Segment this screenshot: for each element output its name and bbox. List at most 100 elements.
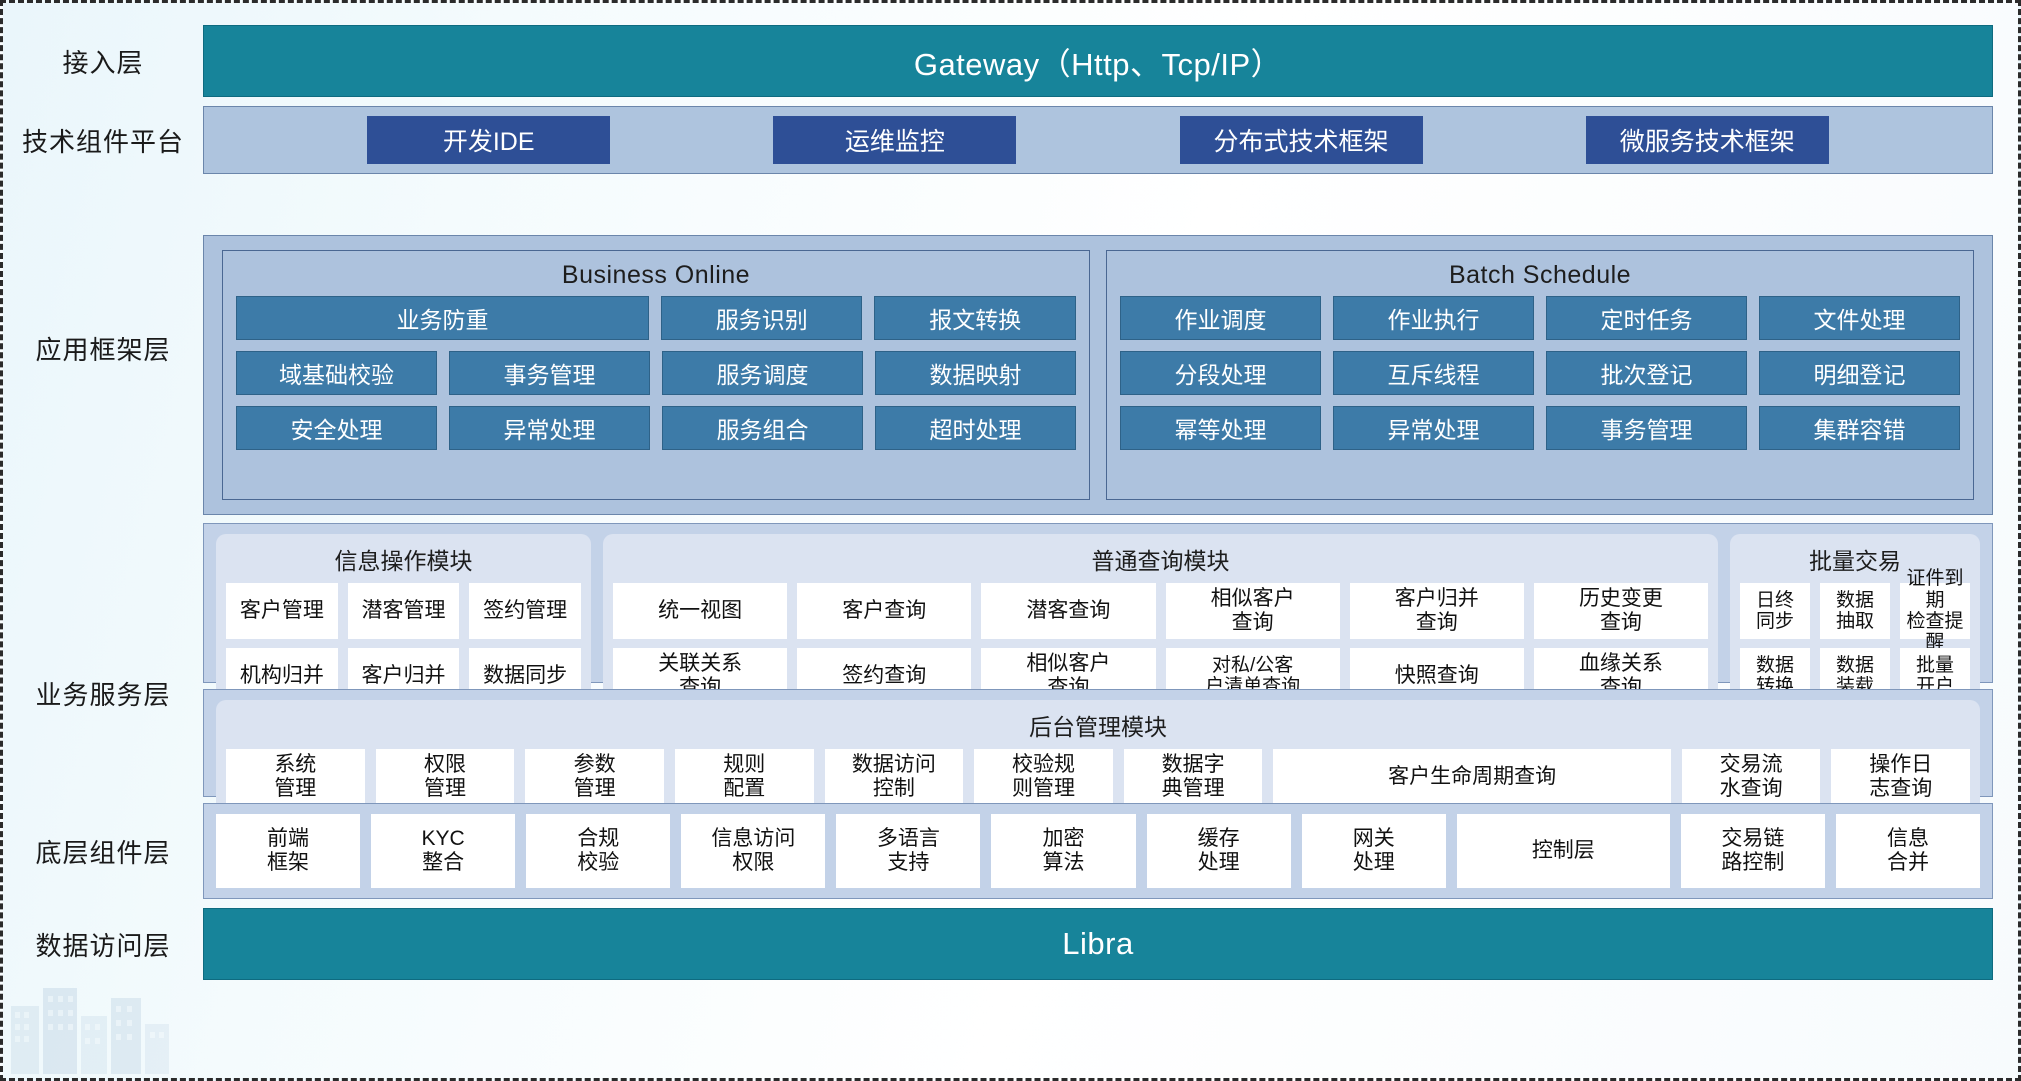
biz-module-row: 机构归并 客户归并 数据同步 bbox=[226, 648, 582, 704]
component-cell[interactable]: 多语言支持 bbox=[836, 814, 981, 888]
app-cell[interactable]: 定时任务 bbox=[1546, 296, 1747, 340]
component-cell[interactable]: 加密算法 bbox=[991, 814, 1136, 888]
business-service-band: 信息操作模块 客户管理 潜客管理 签约管理 机构归并 客户归并 数据同步 普通查… bbox=[203, 523, 1993, 714]
app-group-title: Batch Schedule bbox=[1448, 261, 1632, 289]
app-cell[interactable]: 服务组合 bbox=[662, 406, 863, 450]
app-group-business-online: Business Online 业务防重 服务识别 报文转换 域基础校验 事务管… bbox=[222, 250, 1090, 500]
layer-label-business-service: 业务服务层 bbox=[3, 523, 203, 863]
biz-cell[interactable]: 签约管理 bbox=[469, 583, 582, 639]
app-group-batch-schedule: Batch Schedule 作业调度 作业执行 定时任务 文件处理 分段处理 … bbox=[1106, 250, 1974, 500]
gateway-bar: Gateway（Http、Tcp/IP） bbox=[203, 25, 1993, 97]
component-cell[interactable]: 合规校验 bbox=[526, 814, 671, 888]
app-cell[interactable]: 作业执行 bbox=[1333, 296, 1534, 340]
layer-label-access: 接入层 bbox=[3, 25, 203, 97]
biz-cell[interactable]: 客户归并查询 bbox=[1349, 583, 1524, 639]
app-cell[interactable]: 服务识别 bbox=[660, 296, 863, 340]
tech-item-ops-monitor[interactable]: 运维监控 bbox=[773, 116, 1017, 164]
app-group-row: 域基础校验 事务管理 服务调度 数据映射 bbox=[236, 351, 1076, 395]
admin-module-band: 后台管理模块 系统管理 权限管理 参数管理 规则配置 数据访问控制 校验规则管理… bbox=[203, 689, 1993, 815]
layer-label-component-text: 底层组件层 bbox=[35, 837, 171, 868]
component-cell[interactable]: 缓存处理 bbox=[1146, 814, 1291, 888]
layer-label-access-text: 接入层 bbox=[62, 47, 144, 78]
biz-module-row: 客户管理 潜客管理 签约管理 bbox=[226, 583, 582, 639]
app-cell[interactable]: 分段处理 bbox=[1120, 351, 1321, 395]
libra-bar-text: Libra bbox=[1062, 926, 1134, 961]
layer-label-data-access: 数据访问层 bbox=[3, 908, 203, 980]
biz-module-batch-transaction: 批量交易 日终同步 数据抽取 证件到期检查提醒 数据转换 数据装载 批量开户 bbox=[1730, 534, 1980, 714]
component-cell[interactable]: 前端框架 bbox=[216, 814, 361, 888]
biz-module-row: 日终同步 数据抽取 证件到期检查提醒 bbox=[1740, 568, 1970, 653]
layer-label-tech-platform: 技术组件平台 bbox=[3, 106, 203, 174]
app-group-row: 作业调度 作业执行 定时任务 文件处理 bbox=[1120, 296, 1960, 340]
app-cell[interactable]: 集群容错 bbox=[1759, 406, 1960, 450]
app-cell[interactable]: 服务调度 bbox=[662, 351, 863, 395]
app-cell[interactable]: 事务管理 bbox=[449, 351, 650, 395]
biz-module-title: 信息操作模块 bbox=[334, 548, 473, 574]
biz-cell[interactable]: 相似客户查询 bbox=[1165, 583, 1340, 639]
app-group-title: Business Online bbox=[561, 261, 751, 289]
app-cell[interactable]: 异常处理 bbox=[449, 406, 650, 450]
app-cell[interactable]: 异常处理 bbox=[1333, 406, 1534, 450]
biz-module-title: 后台管理模块 bbox=[1029, 714, 1167, 740]
component-cell[interactable]: 信息访问权限 bbox=[681, 814, 826, 888]
biz-cell[interactable]: 日终同步 bbox=[1740, 583, 1810, 639]
biz-cell[interactable]: 数据访问控制 bbox=[824, 749, 964, 805]
biz-cell[interactable]: 客户查询 bbox=[797, 583, 972, 639]
layer-label-data-access-text: 数据访问层 bbox=[35, 930, 171, 961]
biz-module-admin: 后台管理模块 系统管理 权限管理 参数管理 规则配置 数据访问控制 校验规则管理… bbox=[216, 700, 1980, 815]
biz-module-title: 批量交易 bbox=[1809, 548, 1901, 574]
biz-module-title: 普通查询模块 bbox=[1091, 548, 1230, 574]
biz-module-row: 系统管理 权限管理 参数管理 规则配置 数据访问控制 校验规则管理 数据字典管理… bbox=[226, 749, 1971, 805]
biz-cell[interactable]: 交易流水查询 bbox=[1681, 749, 1821, 805]
biz-module-info-operation: 信息操作模块 客户管理 潜客管理 签约管理 机构归并 客户归并 数据同步 bbox=[216, 534, 591, 714]
biz-cell[interactable]: 参数管理 bbox=[525, 749, 664, 805]
biz-cell[interactable]: 潜客查询 bbox=[981, 583, 1156, 639]
app-cell[interactable]: 安全处理 bbox=[236, 406, 437, 450]
biz-cell[interactable]: 数据字典管理 bbox=[1123, 749, 1263, 805]
layer-label-component: 底层组件层 bbox=[3, 803, 203, 899]
layer-label-app-framework-text: 应用框架层 bbox=[35, 334, 171, 365]
tech-item-distributed-framework[interactable]: 分布式技术框架 bbox=[1179, 116, 1423, 164]
layer-label-business-service-text: 业务服务层 bbox=[35, 679, 171, 710]
app-cell[interactable]: 域基础校验 bbox=[236, 351, 437, 395]
biz-cell[interactable]: 系统管理 bbox=[226, 749, 365, 805]
biz-cell[interactable]: 数据抽取 bbox=[1820, 583, 1890, 639]
biz-cell[interactable]: 客户生命周期查询 bbox=[1273, 749, 1671, 805]
app-cell[interactable]: 事务管理 bbox=[1546, 406, 1747, 450]
app-cell[interactable]: 明细登记 bbox=[1759, 351, 1960, 395]
app-cell[interactable]: 文件处理 bbox=[1759, 296, 1960, 340]
component-cell[interactable]: 信息合并 bbox=[1835, 814, 1981, 888]
tech-item-microservice-framework[interactable]: 微服务技术框架 bbox=[1585, 116, 1829, 164]
app-cell[interactable]: 业务防重 bbox=[236, 296, 649, 340]
app-group-row: 业务防重 服务识别 报文转换 bbox=[236, 296, 1076, 340]
component-cell[interactable]: 控制层 bbox=[1456, 814, 1670, 888]
app-group-row: 幂等处理 异常处理 事务管理 集群容错 bbox=[1120, 406, 1960, 450]
tech-item-ide[interactable]: 开发IDE bbox=[367, 116, 611, 164]
biz-cell[interactable]: 潜客管理 bbox=[347, 583, 460, 639]
biz-cell[interactable]: 规则配置 bbox=[674, 749, 814, 805]
biz-cell[interactable]: 证件到期检查提醒 bbox=[1900, 568, 1970, 653]
biz-cell[interactable]: 客户管理 bbox=[226, 583, 338, 639]
biz-cell[interactable]: 校验规则管理 bbox=[974, 749, 1113, 805]
tech-platform-band: 开发IDE 运维监控 分布式技术框架 微服务技术框架 bbox=[203, 106, 1993, 174]
app-cell[interactable]: 互斥线程 bbox=[1333, 351, 1534, 395]
app-cell[interactable]: 数据映射 bbox=[875, 351, 1076, 395]
component-cell[interactable]: 交易链路控制 bbox=[1680, 814, 1825, 888]
app-cell[interactable]: 作业调度 bbox=[1120, 296, 1321, 340]
app-cell[interactable]: 批次登记 bbox=[1546, 351, 1747, 395]
biz-cell[interactable]: 统一视图 bbox=[613, 583, 788, 639]
biz-cell[interactable]: 操作日志查询 bbox=[1831, 749, 1971, 805]
biz-module-general-query: 普通查询模块 统一视图 客户查询 潜客查询 相似客户查询 客户归并查询 历史变更… bbox=[603, 534, 1718, 714]
biz-cell[interactable]: 权限管理 bbox=[375, 749, 515, 805]
app-cell[interactable]: 幂等处理 bbox=[1120, 406, 1321, 450]
app-group-row: 分段处理 互斥线程 批次登记 明细登记 bbox=[1120, 351, 1960, 395]
component-cell[interactable]: 网关处理 bbox=[1301, 814, 1446, 888]
app-cell[interactable]: 超时处理 bbox=[875, 406, 1076, 450]
layer-label-tech-platform-text: 技术组件平台 bbox=[21, 126, 184, 157]
app-group-row: 安全处理 异常处理 服务组合 超时处理 bbox=[236, 406, 1076, 450]
biz-cell[interactable]: 历史变更查询 bbox=[1533, 583, 1709, 639]
app-cell[interactable]: 报文转换 bbox=[874, 296, 1076, 340]
